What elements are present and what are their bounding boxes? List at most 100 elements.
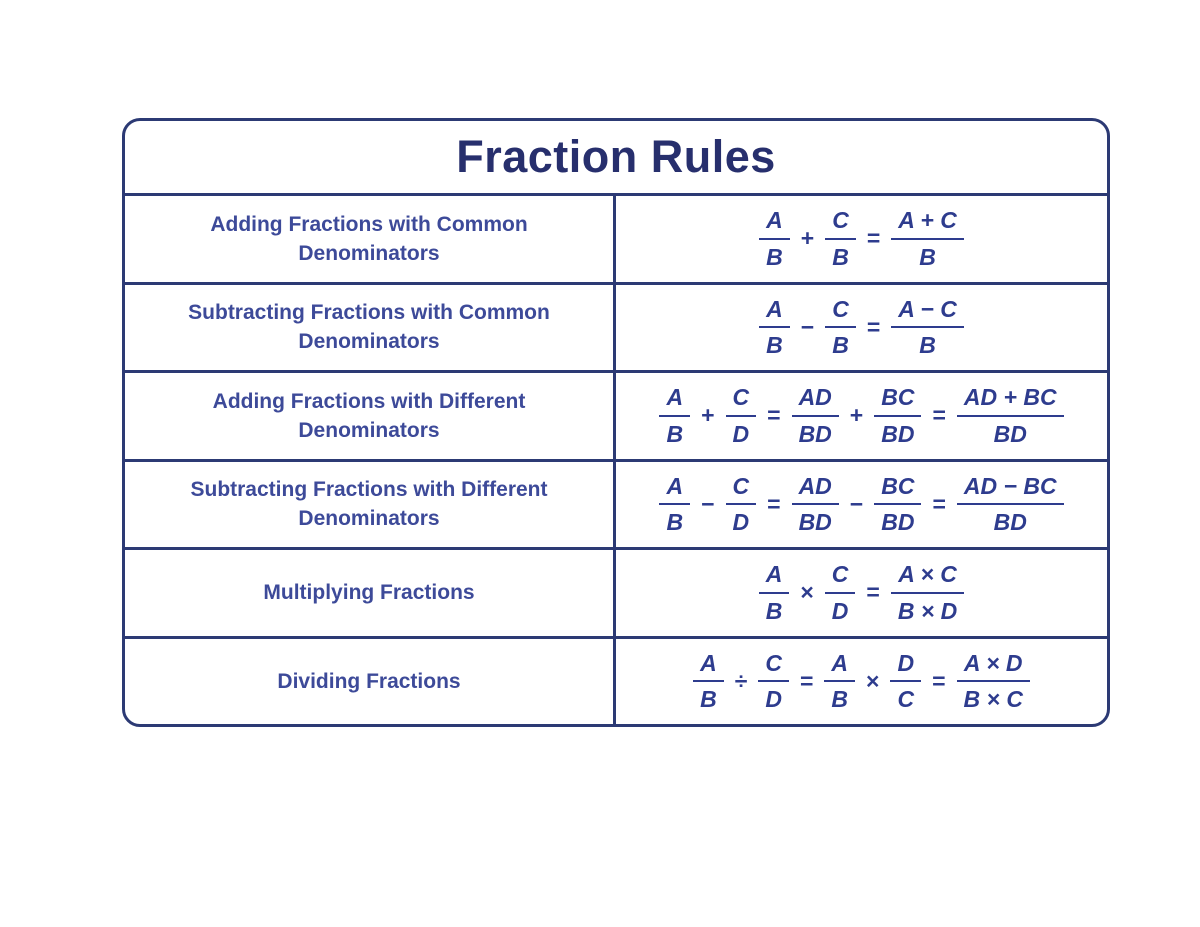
fraction-denominator: D [831, 597, 849, 624]
fraction-denominator: B [766, 243, 783, 270]
operator: = [767, 490, 781, 517]
operator: − [800, 313, 815, 340]
fraction-numerator: A × C [891, 561, 964, 594]
fraction-denominator: BD [798, 509, 832, 536]
fraction-numerator: AD + BC [956, 384, 1064, 417]
fraction-denominator: B [765, 597, 783, 624]
row-label: Multiplying Fractions [125, 550, 616, 636]
operator: = [866, 313, 881, 340]
fraction-numerator: C [725, 473, 757, 506]
operator: ÷ [734, 667, 748, 694]
fraction-denominator: D [765, 686, 782, 713]
fraction-numerator: C [825, 296, 856, 329]
row-label: Dividing Fractions [125, 638, 616, 724]
operator: = [866, 225, 881, 252]
fraction-numerator: A [759, 296, 790, 329]
operator: = [767, 402, 781, 429]
fraction: A + C B [891, 207, 964, 270]
fraction-numerator: A [659, 473, 691, 506]
operator: = [932, 490, 946, 517]
fraction: AD + BC BD [956, 384, 1064, 447]
operator: + [800, 225, 815, 252]
operator: = [932, 667, 946, 694]
fraction-numerator: C [824, 561, 856, 594]
fraction-denominator: B [666, 420, 684, 447]
fraction-denominator: BD [993, 420, 1027, 447]
fraction-numerator: AD [791, 473, 839, 506]
fraction-denominator: BD [881, 509, 915, 536]
fraction: AD − BC BD [956, 473, 1064, 536]
fraction: AD BD [791, 473, 839, 536]
fraction-denominator: B × D [897, 597, 958, 624]
fraction-numerator: A [693, 650, 724, 683]
fraction-numerator: A − C [891, 296, 964, 329]
fraction-denominator: B [832, 243, 849, 270]
fraction-denominator: B [766, 332, 783, 359]
fraction: AD BD [791, 384, 839, 447]
fraction-denominator: B [919, 243, 936, 270]
fraction-denominator: B [666, 509, 684, 536]
fraction: A − C B [891, 296, 964, 359]
table-title: Fraction Rules [125, 121, 1107, 196]
fraction-numerator: A [824, 650, 855, 683]
fraction-denominator: B [919, 332, 936, 359]
row-label-text: Multiplying Fractions [263, 581, 475, 605]
fraction-denominator: BD [798, 420, 832, 447]
fraction-denominator: B [700, 686, 717, 713]
fraction-numerator: C [725, 384, 757, 417]
fraction: BC BD [874, 473, 922, 536]
fraction-denominator: B [832, 332, 849, 359]
fraction-numerator: A [659, 384, 691, 417]
fraction-denominator: B [831, 686, 848, 713]
fraction-denominator: D [732, 420, 750, 447]
fraction-numerator: BC [874, 473, 922, 506]
operator: = [866, 579, 880, 606]
row-label-text: Dividing Fractions [277, 669, 461, 693]
fraction-numerator: AD [791, 384, 839, 417]
fraction-denominator: BD [993, 509, 1027, 536]
operator: − [849, 490, 864, 517]
fraction-numerator: AD − BC [956, 473, 1064, 506]
fraction-numerator: BC [874, 384, 922, 417]
fraction: A × C B × D [891, 561, 964, 624]
operator: + [849, 402, 864, 429]
fraction-denominator: C [897, 686, 915, 713]
fraction-numerator: A [759, 207, 790, 240]
fraction-denominator: BD [881, 420, 915, 447]
operator: + [701, 402, 715, 429]
operator: = [932, 402, 946, 429]
fraction-denominator: B × C [963, 686, 1023, 713]
operator: = [799, 667, 814, 694]
fraction-numerator: A + C [891, 207, 964, 240]
fraction-numerator: C [758, 650, 789, 683]
